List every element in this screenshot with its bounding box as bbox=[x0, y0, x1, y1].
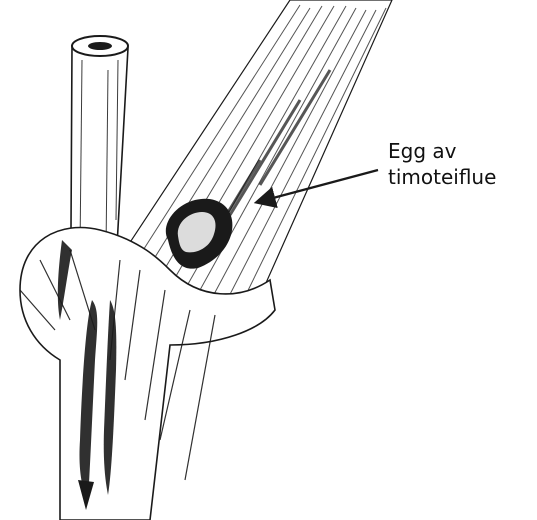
annotation-label-line-2: timoteiflue bbox=[388, 164, 496, 190]
annotation-label: Egg av timoteiflue bbox=[388, 138, 496, 190]
annotation-label-line-1: Egg av bbox=[388, 138, 496, 164]
